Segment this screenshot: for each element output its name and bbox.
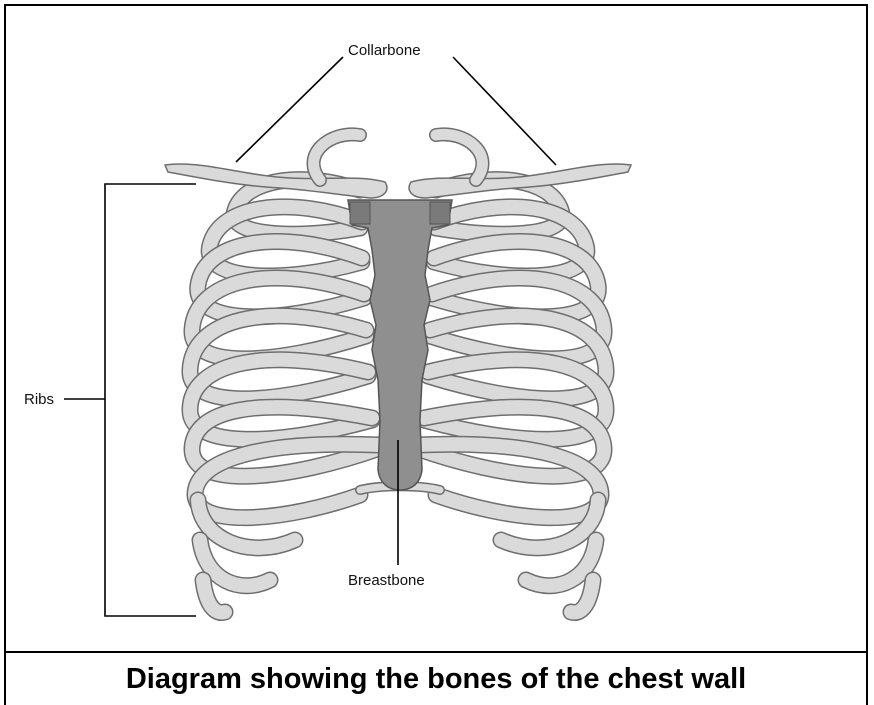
right-ribs [416,180,606,613]
collarbone-label: Collarbone [348,42,421,59]
left-ribs [190,180,380,613]
leader-lines [64,57,556,616]
breastbone-label: Breastbone [348,572,425,589]
ribs-label: Ribs [24,391,54,408]
diagram-caption: Diagram showing the bones of the chest w… [4,653,868,705]
collarbones [165,134,631,198]
